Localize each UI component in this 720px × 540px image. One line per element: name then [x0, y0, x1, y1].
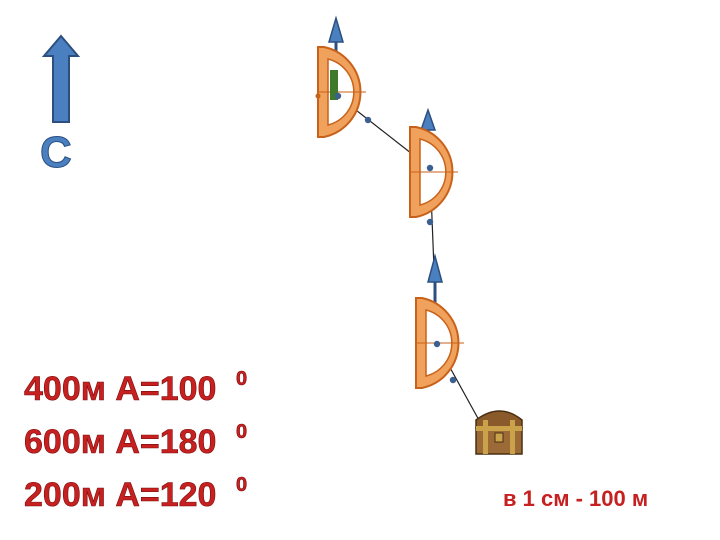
north-arrow-icon	[427, 253, 443, 283]
leg-3-degree: 0	[236, 474, 248, 497]
protractor-icon	[317, 46, 367, 138]
station-1	[315, 15, 372, 138]
station-3	[415, 253, 465, 389]
leg-1: 400м А=100 0	[24, 368, 248, 423]
leg-1-degree: 0	[236, 368, 248, 391]
leg-2: 600м А=180 0	[24, 421, 248, 476]
route-legs: 400м А=100 0 600м А=180 0 200м А=120 0	[24, 368, 248, 529]
leg-1-text: 400м А=100	[24, 370, 217, 409]
station-2	[409, 107, 459, 226]
leg-2-text: 600м А=180	[24, 423, 217, 462]
north-arrow-icon	[419, 107, 437, 131]
north-label: С	[40, 128, 73, 178]
leg-2-degree: 0	[236, 421, 248, 444]
leg-3: 200м А=120 0	[24, 474, 248, 529]
scale-label: в 1 см - 100 м	[503, 486, 649, 511]
north-arrow-icon	[328, 15, 344, 43]
treasure-chest-icon	[475, 410, 523, 455]
protractor-icon	[409, 126, 459, 218]
north-arrow-icon	[41, 34, 81, 123]
leg-3-text: 200м А=120	[24, 476, 217, 515]
